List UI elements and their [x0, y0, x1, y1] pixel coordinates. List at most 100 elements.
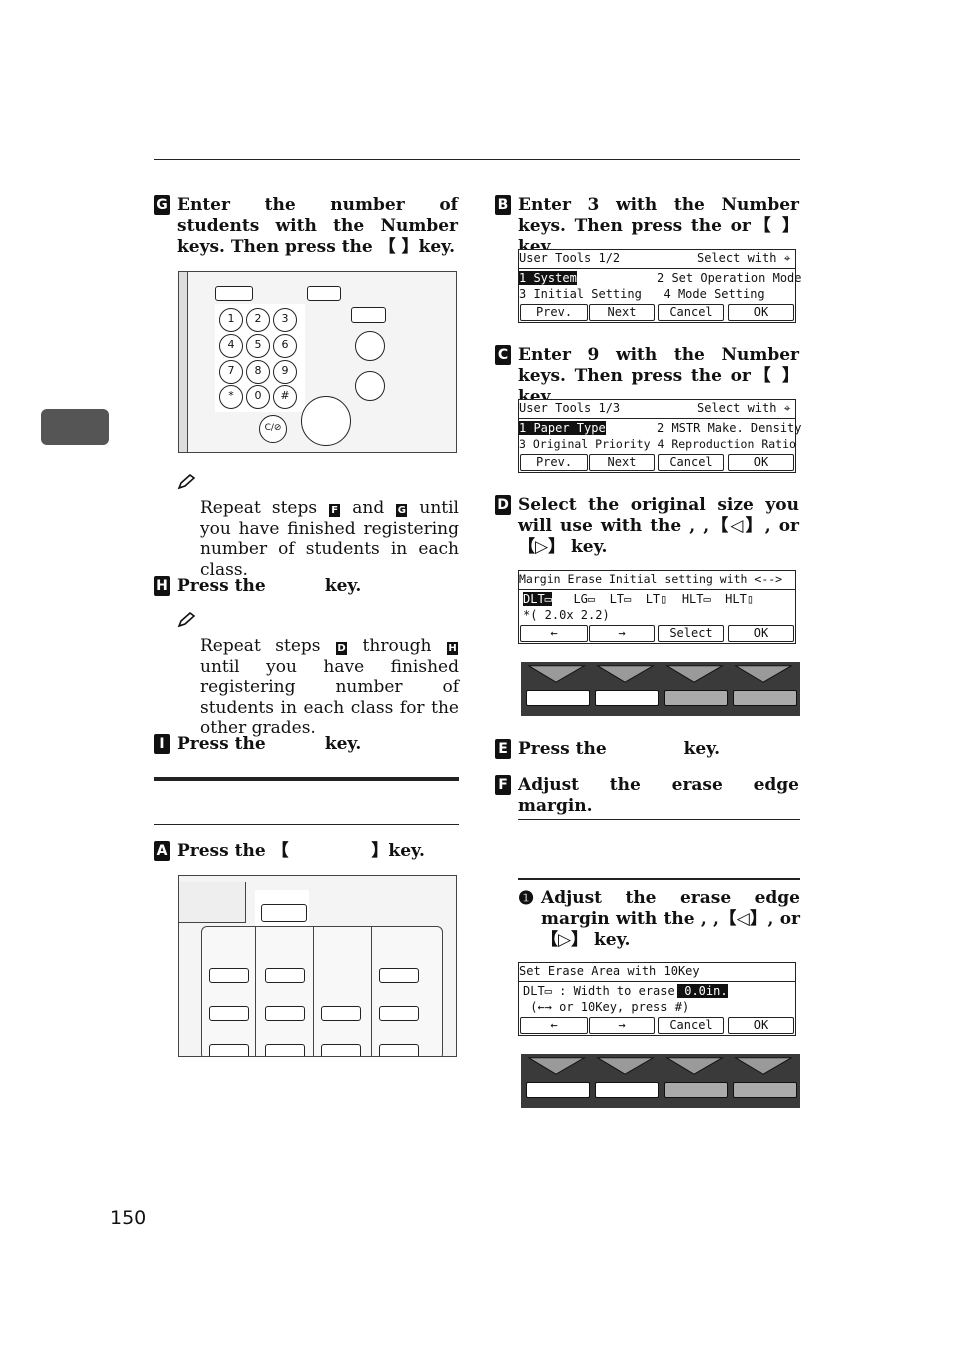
note-2: Repeat steps D through H until you have …	[200, 636, 459, 738]
lcd-selected-item: 1 Paper Type	[519, 421, 606, 435]
clear-key: C/⊘	[259, 415, 287, 443]
step-d: D Select the original size you will use …	[495, 495, 800, 557]
soft-keys-illustration	[521, 1054, 800, 1108]
lcd-ok-button: OK	[728, 304, 794, 321]
step-text: Select the original size you will use wi…	[518, 495, 799, 557]
section-rule-thick	[154, 777, 459, 781]
master-key	[355, 371, 385, 401]
step-7: G Enter the number of students with the …	[154, 195, 459, 257]
note-1: Repeat steps F and G until you have fini…	[200, 498, 459, 580]
lcd-item-row: 3 Initial Setting 4 Mode Setting	[519, 287, 765, 301]
key-1: 1	[219, 308, 243, 332]
section-rule-thin	[154, 824, 459, 825]
reset-key	[351, 307, 386, 323]
lcd-prev-button: Prev.	[520, 454, 588, 471]
soft-keys-illustration	[521, 662, 800, 716]
step-e: E Press the key.	[495, 739, 800, 760]
lcd-prev-button: Prev.	[520, 304, 588, 321]
step-number: B	[495, 195, 511, 215]
start-key	[301, 396, 351, 446]
step-9: I Press the key.	[154, 734, 459, 755]
header-rule	[154, 159, 800, 160]
lcd-item-row: 3 Original Priority 4 Reproduction Ratio	[519, 437, 796, 451]
lcd-margin-erase-initial: Margin Erase Initial setting with <--> D…	[518, 570, 796, 644]
keypad-illustration: 1 2 3 4 5 6 7 8 9 * 0 # C/⊘	[178, 271, 457, 453]
function-key-panel-illustration	[178, 875, 457, 1057]
step-number: F	[495, 775, 511, 795]
lcd-title: Margin Erase Initial setting with <-->	[519, 572, 783, 586]
lcd-item: 2 MSTR Make. Density	[657, 421, 802, 435]
step-text: Press the key.	[177, 734, 362, 754]
step-text: Press the key.	[177, 576, 362, 596]
chapter-tab	[41, 409, 109, 445]
lcd-set-erase-area: Set Erase Area with 10Key DLT▭ : Width t…	[518, 962, 796, 1036]
lcd-right-button: →	[589, 1017, 655, 1034]
key-5: 5	[246, 334, 270, 358]
lcd-ok-button: OK	[728, 1017, 794, 1034]
key-9: 9	[273, 360, 297, 384]
lcd-selected-item: 1 System	[519, 271, 577, 285]
step-text: Press the 【 】key.	[177, 841, 425, 861]
step-number: A	[154, 841, 170, 861]
lcd-selected-size: DLT▭	[523, 592, 552, 606]
step-number: E	[495, 739, 511, 759]
start-key-top	[307, 286, 341, 301]
substep-text: Adjust the erase edge margin with the , …	[541, 888, 800, 950]
lcd-next-button: Next	[589, 454, 655, 471]
lcd-title: User Tools 1/2	[519, 251, 621, 265]
lcd-cancel-button: Cancel	[658, 454, 724, 471]
key-4: 4	[219, 334, 243, 358]
step-number: G	[154, 195, 170, 215]
lcd-cancel-button: Cancel	[658, 304, 724, 321]
step-8: H Press the key.	[154, 576, 459, 597]
step-number: D	[495, 495, 511, 515]
lcd-left-button: ←	[520, 1017, 588, 1034]
subsection-rule-thin	[518, 819, 800, 820]
lcd-next-button: Next	[589, 304, 655, 321]
home-key	[215, 286, 253, 301]
lcd-ok-button: OK	[728, 625, 794, 642]
step-number: H	[154, 576, 170, 596]
step-a: A Press the 【 】key.	[154, 841, 459, 862]
key-hash: #	[273, 385, 297, 409]
step-text: Adjust the erase edge margin.	[518, 775, 799, 816]
lcd-size-value: *( 2.0x 2.2)	[523, 608, 610, 622]
proof-key	[355, 331, 385, 361]
lcd-value: 0.0in.	[677, 984, 728, 998]
key-8: 8	[246, 360, 270, 384]
key-6: 6	[273, 334, 297, 358]
step-number: C	[495, 345, 511, 365]
lcd-user-tools-2: User Tools 1/3 Select with ⌖ 1 Paper Typ…	[518, 399, 802, 473]
lcd-item: 2 Set Operation Mode	[657, 271, 802, 285]
key-0: 0	[246, 385, 270, 409]
subsection-rule	[518, 878, 800, 880]
lcd-title: User Tools 1/3	[519, 401, 621, 415]
lcd-ok-button: OK	[728, 454, 794, 471]
step-c: C Enter 9 with the Number keys. Then pre…	[495, 345, 800, 407]
key-7: 7	[219, 360, 243, 384]
note-pencil-icon	[177, 611, 196, 628]
lcd-title: Set Erase Area with 10Key	[519, 964, 700, 978]
lcd-title-right: Select with ⌖	[697, 401, 791, 415]
lcd-hint: (←→ or 10Key, press #)	[523, 1000, 690, 1014]
lcd-left-button: ←	[520, 625, 588, 642]
page-number: 150	[110, 1207, 147, 1229]
lcd-right-button: →	[589, 625, 655, 642]
step-text: Enter the number of students with the Nu…	[177, 195, 458, 257]
step-number: I	[154, 734, 170, 754]
margin-erase-key	[261, 904, 307, 922]
lcd-size-options: LG▭ LT▭ LT▯ HLT▭ HLT▯	[559, 592, 755, 606]
key-star: *	[219, 385, 243, 409]
key-2: 2	[246, 308, 270, 332]
lcd-label: DLT▭ : Width to erase	[523, 984, 682, 998]
lcd-title-right: Select with ⌖	[697, 251, 791, 265]
lcd-user-tools-1: User Tools 1/2 Select with ⌖ 1 System 2 …	[518, 249, 802, 323]
note-pencil-icon	[177, 473, 196, 490]
step-f: F Adjust the erase edge margin.	[495, 775, 800, 816]
step-text: Press the key.	[518, 739, 721, 759]
lcd-cancel-button: Cancel	[658, 1017, 724, 1034]
lcd-select-button: Select	[658, 625, 724, 642]
substep-number: ❶	[518, 888, 535, 909]
key-3: 3	[273, 308, 297, 332]
step-b: B Enter 3 with the Number keys. Then pre…	[495, 195, 800, 257]
